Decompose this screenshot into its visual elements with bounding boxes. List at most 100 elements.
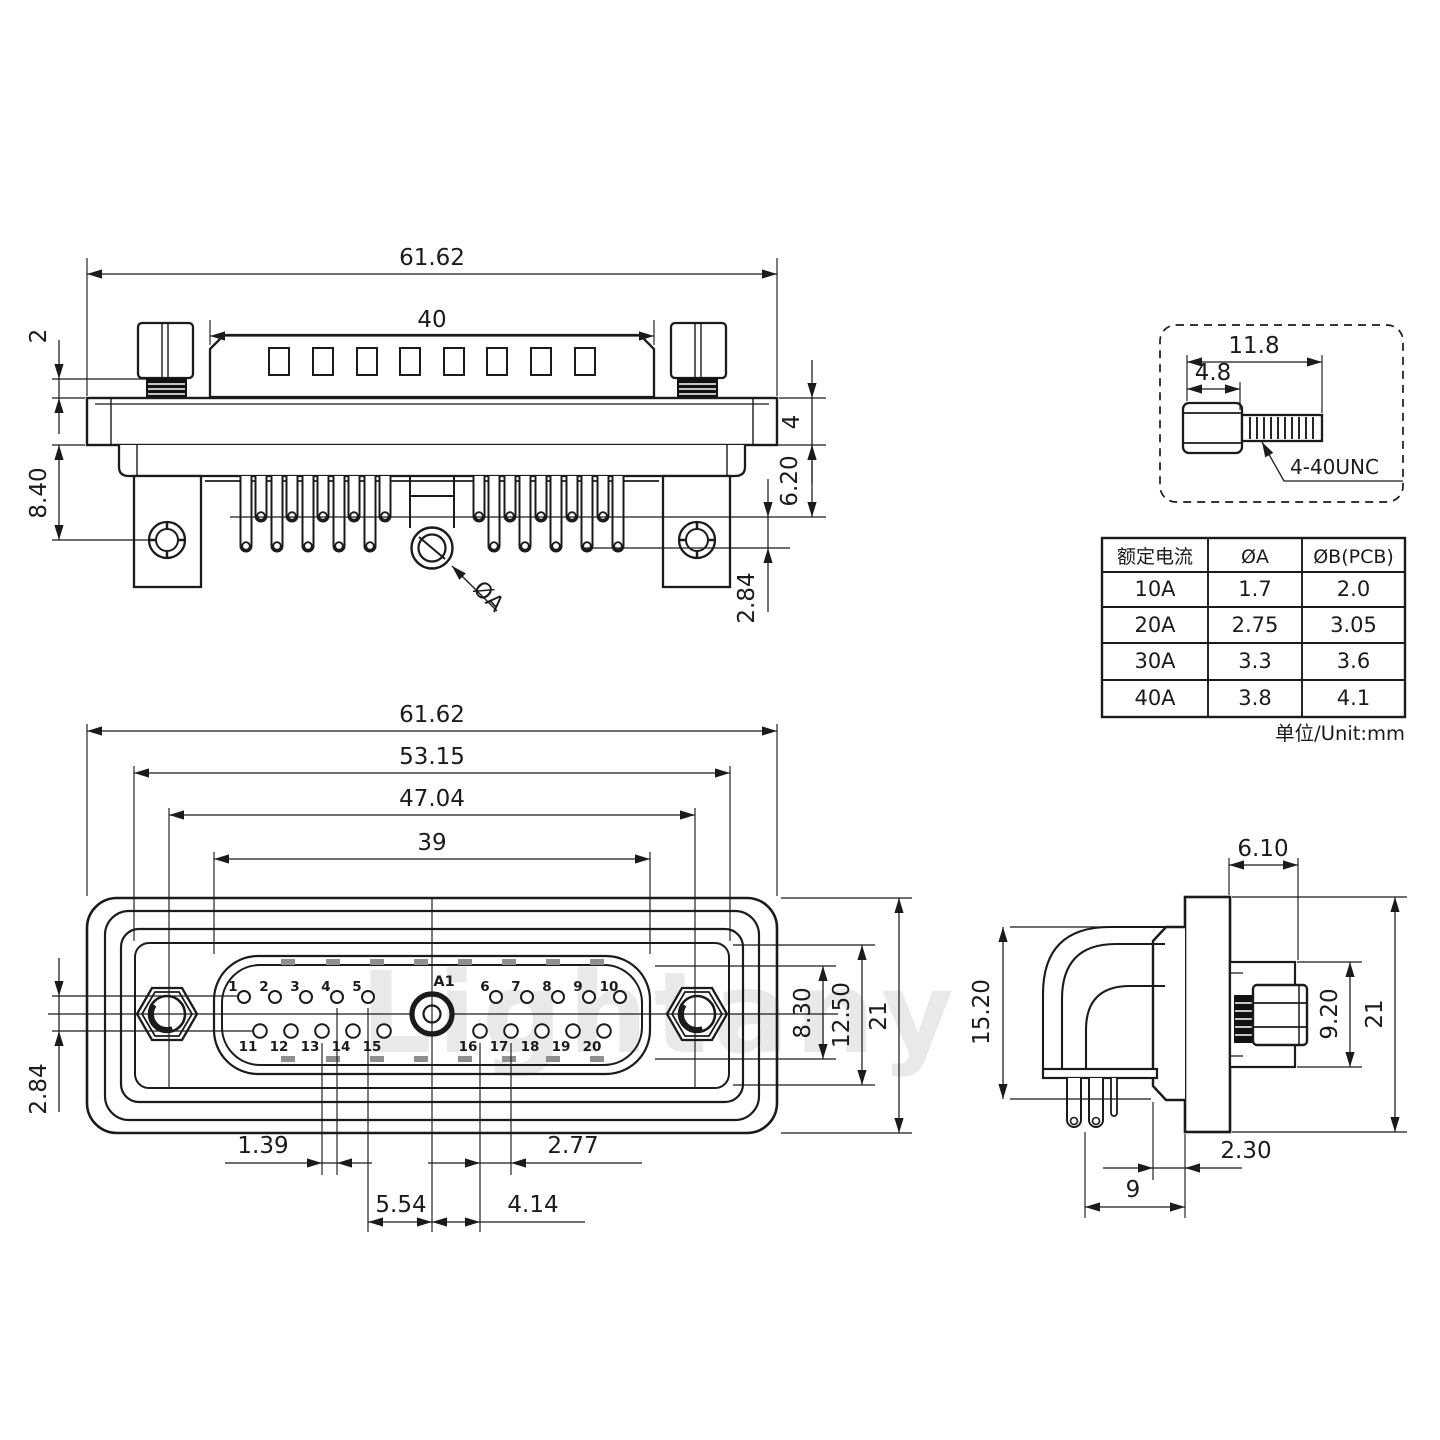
pin-label-a1: A1 (433, 974, 454, 990)
pin-label-7: 7 (511, 979, 520, 995)
pin-13 (314, 1023, 330, 1039)
insert-tick-top-8 (590, 959, 604, 965)
insert-tick-top-6 (502, 959, 516, 965)
pin-1 (237, 990, 251, 1004)
pin-label-4: 4 (321, 979, 330, 995)
dim-fv-a1-left-gap: 5.54 (375, 1192, 426, 1218)
table-cell-r3c2: 4.1 (1337, 686, 1370, 710)
rear-slot-8 (574, 347, 596, 376)
dim-fv-a1-right-gap: 4.14 (507, 1192, 558, 1218)
table-cell-r2c1: 3.3 (1238, 649, 1271, 673)
dim-sv-board-offset: 2.30 (1220, 1138, 1271, 1164)
pin-label-16: 16 (459, 1039, 478, 1055)
left-thumbscrew-threads (146, 378, 187, 398)
pin-17 (503, 1023, 519, 1039)
thread-spec-label: 4-40UNC (1290, 455, 1379, 479)
pin-10 (613, 990, 627, 1004)
top-view (85, 321, 826, 589)
table-cell-r2c2: 3.6 (1337, 649, 1370, 673)
pin-label-15: 15 (363, 1039, 382, 1055)
pin-label-12: 12 (270, 1039, 289, 1055)
dim-tv-bracket-drop: 8.40 (26, 467, 52, 518)
dim-sv-boss-height: 9.20 (1317, 988, 1343, 1039)
rear-slot-1 (268, 347, 290, 376)
pin-20 (596, 1023, 612, 1039)
table-cell-r1c2: 3.05 (1330, 613, 1377, 637)
dim-sv-overall-height: 21 (1362, 999, 1388, 1028)
dim-tv-overall-width: 61.62 (399, 245, 465, 271)
pin-label-18: 18 (521, 1039, 540, 1055)
dim-tv-screw-gap: 2 (26, 329, 52, 344)
pin-label-9: 9 (573, 979, 582, 995)
pin-12 (283, 1023, 299, 1039)
pin-label-14: 14 (332, 1039, 351, 1055)
table-cell-r1c1: 2.75 (1232, 613, 1279, 637)
insert-tick-top-7 (546, 959, 560, 965)
dim-fv-pitch: 2.77 (547, 1133, 598, 1159)
dim-fv-insert-width: 39 (417, 830, 446, 856)
insert-tick-bottom-1 (281, 1056, 295, 1062)
insert-tick-top-5 (458, 959, 472, 965)
detail-boundary-box (1159, 324, 1404, 503)
dim-fv-mount-spacing: 47.04 (399, 786, 465, 812)
pin-label-13: 13 (301, 1039, 320, 1055)
table-cell-r0c0: 10A (1134, 577, 1176, 601)
pin-label-2: 2 (259, 979, 268, 995)
pin-15 (376, 1023, 392, 1039)
insert-tick-top-1 (281, 959, 295, 965)
pin-14 (345, 1023, 361, 1039)
dim-tv-shoulder-depth: 6.20 (777, 455, 803, 506)
pin-label-8: 8 (542, 979, 551, 995)
dim-fv-half-pitch: 1.39 (237, 1133, 288, 1159)
insert-tick-bottom-3 (370, 1056, 384, 1062)
pin-5 (361, 990, 375, 1004)
pin-9 (582, 990, 596, 1004)
insert-tick-bottom-8 (590, 1056, 604, 1062)
table-cell-r1c0: 20A (1134, 613, 1176, 637)
pin-label-1: 1 (228, 979, 237, 995)
pin-label-3: 3 (290, 979, 299, 995)
table-header-0: 额定电流 (1117, 546, 1193, 568)
rear-slot-7 (530, 347, 552, 376)
insert-tick-bottom-2 (326, 1056, 340, 1062)
insert-tick-bottom-5 (458, 1056, 472, 1062)
dim-sv-pin-span: 9 (1126, 1177, 1141, 1203)
dim-fv-overall-height: 21 (866, 1001, 892, 1030)
dim-fv-insert-height: 8.30 (790, 987, 816, 1038)
dim-tv-pin-stagger: 2.84 (734, 572, 760, 623)
dim-fv-overall-width: 61.62 (399, 702, 465, 728)
insert-tick-top-3 (370, 959, 384, 965)
pin-16 (472, 1023, 488, 1039)
dim-sv-body-height: 15.20 (969, 979, 995, 1045)
dim-sd-total-length: 11.8 (1228, 333, 1279, 359)
rear-slot-5 (443, 347, 465, 376)
pin-8 (551, 990, 565, 1004)
table-cell-r2c0: 30A (1134, 649, 1176, 673)
pin-label-10: 10 (600, 979, 619, 995)
pin-7 (520, 990, 534, 1004)
unit-note: 单位/Unit:mm (1275, 722, 1405, 745)
hole-diameter-callout: ØA (468, 577, 509, 618)
dim-fv-shell-width: 53.15 (399, 744, 465, 770)
dim-sv-boss-width: 6.10 (1237, 836, 1288, 862)
pin-label-11: 11 (239, 1039, 258, 1055)
right-thumbscrew-threads (677, 378, 718, 398)
dim-sd-head-length: 4.8 (1195, 360, 1232, 386)
pin-19 (565, 1023, 581, 1039)
insert-tick-bottom-7 (546, 1056, 560, 1062)
pin-label-17: 17 (490, 1039, 509, 1055)
dim-fv-shell-height: 12.50 (829, 982, 855, 1048)
table-header-1: ØA (1241, 546, 1269, 568)
dimensions: 61.624028.4046.202.8411.84.861.6253.1547… (26, 245, 1407, 1232)
pin-11 (252, 1023, 268, 1039)
pin-18 (534, 1023, 550, 1039)
dim-fv-row-stagger: 2.84 (26, 1063, 52, 1114)
table-cell-r3c1: 3.8 (1238, 686, 1271, 710)
table-header-2: ØB(PCB) (1313, 546, 1394, 568)
table-cell-r3c0: 40A (1134, 686, 1176, 710)
pin-6 (489, 990, 503, 1004)
insert-tick-bottom-6 (502, 1056, 516, 1062)
